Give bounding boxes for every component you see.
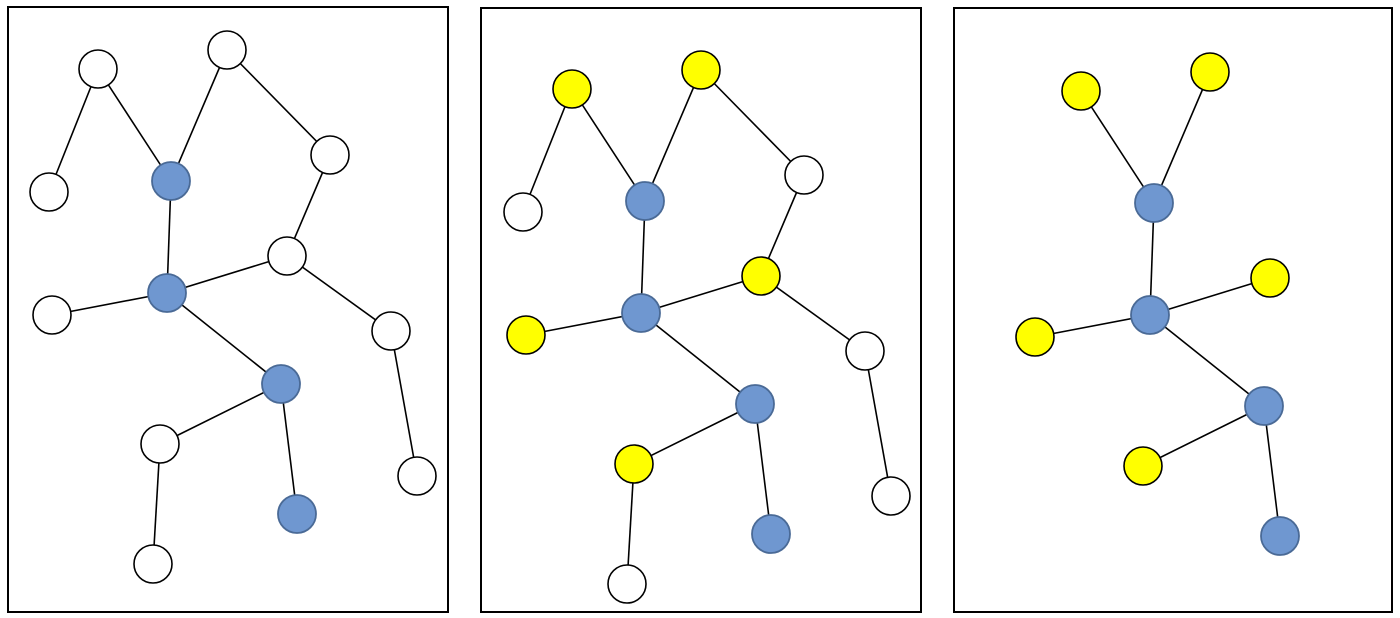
node-m-blue — [1260, 516, 1300, 556]
node-m-blue — [277, 494, 317, 534]
edge-a-d — [97, 68, 172, 182]
node-k-yellow — [614, 444, 654, 484]
panel-2 — [480, 7, 922, 613]
node-a-white — [78, 49, 118, 89]
edge-j-k — [633, 403, 756, 465]
node-d-blue — [1134, 183, 1174, 223]
edge-j-m — [280, 383, 298, 515]
node-b-white — [207, 30, 247, 70]
panel-2-frame — [480, 7, 922, 613]
node-n-white — [133, 544, 173, 584]
panel-1-nodes — [29, 30, 437, 584]
node-h-yellow — [1015, 317, 1055, 357]
edge-k-n — [152, 443, 161, 565]
edge-f-i — [286, 255, 392, 332]
node-k-white — [140, 424, 180, 464]
node-a-yellow — [1061, 71, 1101, 111]
edge-g-f — [1149, 277, 1271, 316]
node-b-yellow — [681, 50, 721, 90]
node-c-white — [503, 192, 543, 232]
edge-g-f — [640, 275, 762, 314]
panel-1-frame — [7, 6, 449, 613]
node-d-blue — [151, 161, 191, 201]
node-e-white — [310, 135, 350, 175]
edge-a-d — [571, 88, 646, 202]
node-b-yellow — [1190, 52, 1230, 92]
edge-i-l — [864, 350, 892, 497]
node-j-blue — [261, 364, 301, 404]
edge-g-f — [166, 255, 288, 294]
edge-k-n — [626, 463, 635, 585]
node-g-blue — [1130, 295, 1170, 335]
panel-1 — [7, 6, 449, 613]
edge-j-m — [1263, 405, 1281, 537]
node-i-white — [845, 331, 885, 371]
edge-j-k — [1142, 405, 1265, 467]
node-f-white — [267, 236, 307, 276]
node-h-yellow — [506, 315, 546, 355]
edge-d-b — [1153, 71, 1211, 204]
edge-d-b — [644, 69, 702, 202]
node-m-blue — [751, 514, 791, 554]
node-d-blue — [625, 181, 665, 221]
edge-j-k — [159, 383, 282, 445]
node-c-white — [29, 172, 69, 212]
edge-g-j — [640, 312, 756, 405]
panel-2-nodes — [503, 50, 911, 604]
node-h-white — [32, 295, 72, 335]
node-j-blue — [735, 384, 775, 424]
edge-c-a — [522, 88, 573, 213]
panel-3-frame — [953, 7, 1393, 613]
edge-b-e — [226, 49, 331, 156]
edge-c-a — [48, 68, 99, 193]
edge-i-l — [390, 330, 418, 477]
node-f-yellow — [1250, 258, 1290, 298]
edge-b-e — [700, 69, 805, 176]
panel-3-nodes — [1015, 52, 1300, 556]
edge-a-d — [1080, 90, 1155, 204]
node-i-white — [371, 311, 411, 351]
edge-d-b — [170, 49, 228, 182]
edge-j-m — [754, 403, 772, 535]
node-a-yellow — [552, 69, 592, 109]
node-e-white — [784, 155, 824, 195]
node-g-blue — [621, 293, 661, 333]
node-l-white — [397, 456, 437, 496]
edge-f-i — [760, 275, 866, 352]
node-f-yellow — [741, 256, 781, 296]
panel-3-edges — [1034, 71, 1281, 537]
panel-3 — [953, 7, 1393, 613]
node-n-white — [607, 564, 647, 604]
node-j-blue — [1244, 386, 1284, 426]
node-g-blue — [147, 273, 187, 313]
edge-g-j — [1149, 314, 1265, 407]
node-l-white — [871, 476, 911, 516]
node-k-yellow — [1123, 446, 1163, 486]
edge-g-j — [166, 292, 282, 385]
